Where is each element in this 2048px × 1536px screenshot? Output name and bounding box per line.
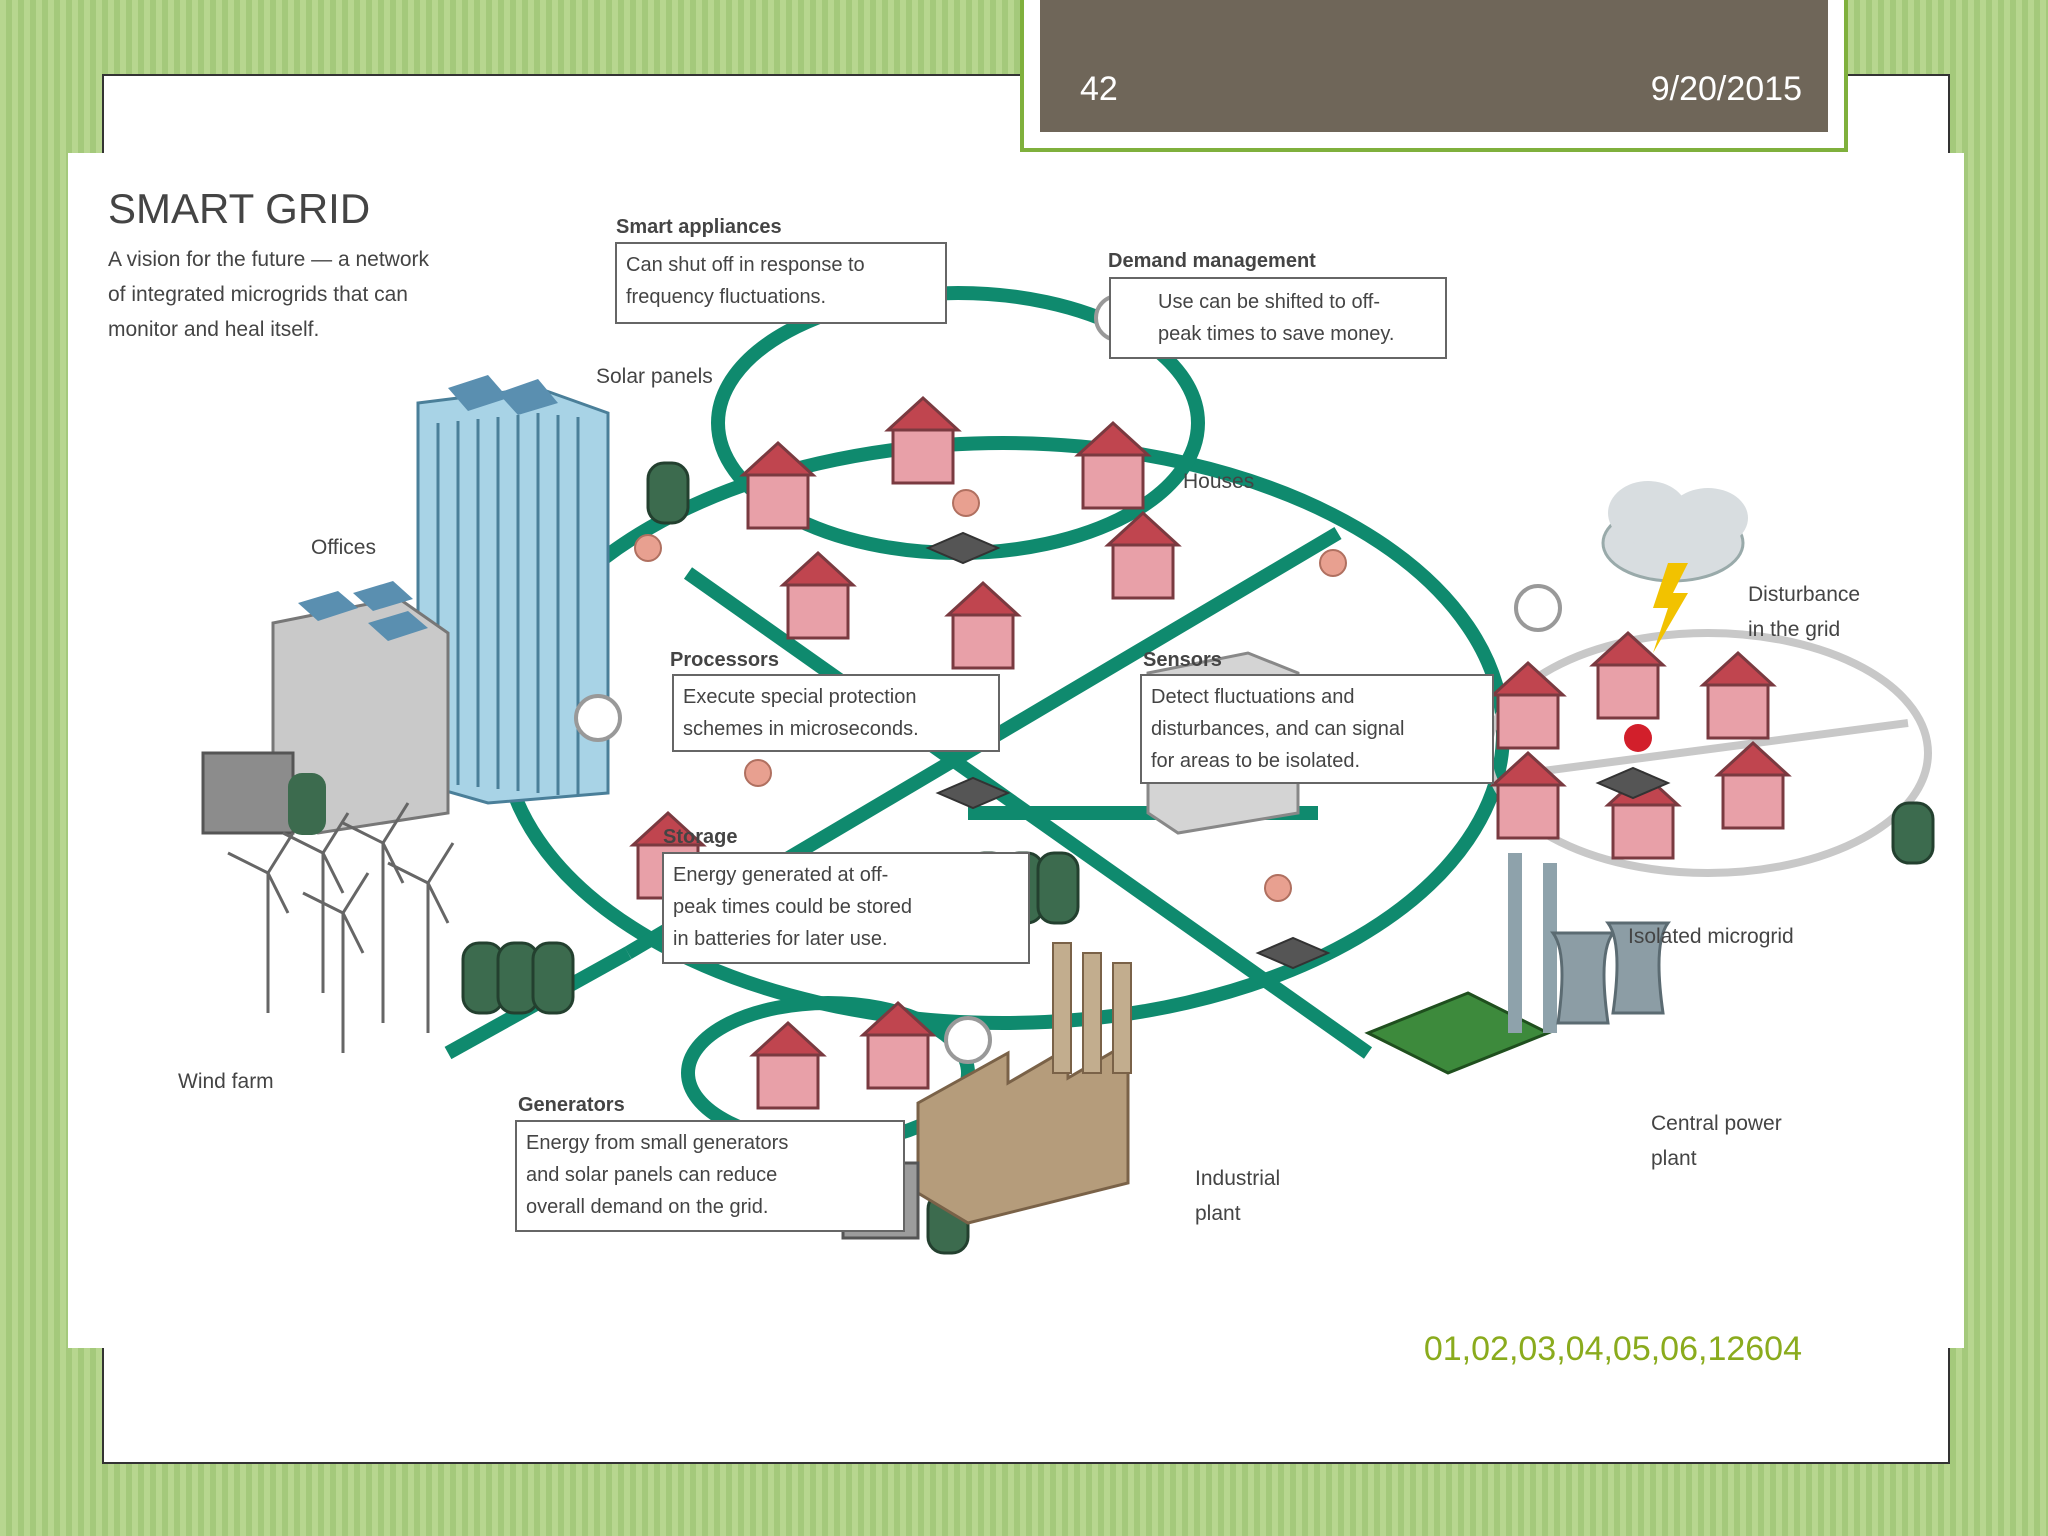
callout-demand-management: Demand management Use can be shifted to … <box>1108 250 1447 359</box>
callout-heading: Smart appliances <box>616 216 782 238</box>
callout-heading: Storage <box>663 826 737 848</box>
callout-line: for areas to be isolated. <box>1151 750 1360 772</box>
office-tower <box>416 375 610 805</box>
label-disturbance-2: in the grid <box>1748 618 1840 641</box>
diagram-subtitle-1: A vision for the future — a network <box>108 248 429 271</box>
isolated-alarm <box>1624 724 1652 752</box>
label-solar-panels: Solar panels <box>596 365 713 388</box>
slide-number: 42 <box>1080 70 1118 108</box>
central-power-plant <box>1364 853 1671 1075</box>
processors <box>925 531 1671 970</box>
industrial-plant <box>841 942 1132 1240</box>
label-industrial-plant-1: Industrial <box>1195 1167 1280 1190</box>
callout-heading: Sensors <box>1143 649 1222 671</box>
diagram-subtitle-2: of integrated microgrids that can <box>108 283 408 306</box>
label-central-power-plant-2: plant <box>1651 1147 1697 1170</box>
diagram-title: SMART GRID <box>108 185 370 232</box>
slide-date: 9/20/2015 <box>1650 70 1802 108</box>
label-industrial-plant-2: plant <box>1195 1202 1241 1225</box>
callout-heading: Generators <box>518 1094 625 1116</box>
callout-generators: Generators Energy from small generators … <box>515 1094 905 1232</box>
callout-line: Can shut off in response to <box>626 254 865 276</box>
callout-line: Execute special protection <box>683 686 916 708</box>
callout-line: frequency fluctuations. <box>626 286 826 308</box>
callout-processors: Processors Execute special protection sc… <box>670 649 1000 752</box>
callout-line: disturbances, and can signal <box>1151 718 1405 740</box>
callout-line: Use can be shifted to off- <box>1158 291 1380 313</box>
callout-line: and solar panels can reduce <box>526 1164 777 1186</box>
label-isolated-microgrid: Isolated microgrid <box>1628 925 1794 948</box>
smart-grid-illustration: SMART GRID A vision for the future — a n… <box>68 153 1964 1348</box>
callout-line: peak times to save money. <box>1158 323 1394 345</box>
label-houses: Houses <box>1183 470 1254 493</box>
label-wind-farm: Wind farm <box>178 1070 274 1093</box>
slide-header-band: 42 9/20/2015 <box>1040 0 1828 132</box>
houses <box>629 395 1792 1110</box>
callout-line: peak times could be stored <box>673 896 912 918</box>
callout-heading: Processors <box>670 649 779 671</box>
diagram-subtitle-3: monitor and heal itself. <box>108 318 319 341</box>
callout-storage: Storage Energy generated at off- peak ti… <box>662 826 1030 964</box>
office-building <box>201 581 450 835</box>
storm-cloud <box>1601 481 1748 653</box>
slide-header: 42 9/20/2015 <box>1020 0 1848 152</box>
slide-footer-code: 01,02,03,04,05,06,12604 <box>1423 1330 1802 1368</box>
callout-line: Energy from small generators <box>526 1132 788 1154</box>
callout-heading: Demand management <box>1108 250 1316 272</box>
smart-grid-diagram: SMART GRID A vision for the future — a n… <box>108 185 1935 1255</box>
meters <box>574 294 1562 1064</box>
callout-line: Detect fluctuations and <box>1151 686 1354 708</box>
callout-sensors: Sensors Detect fluctuations and disturba… <box>1140 649 1494 784</box>
wind-farm <box>227 802 455 1053</box>
callout-line: in batteries for later use. <box>673 928 888 950</box>
callout-line: overall demand on the grid. <box>526 1196 768 1218</box>
label-disturbance-1: Disturbance <box>1748 583 1860 606</box>
callout-line: schemes in microseconds. <box>683 718 919 740</box>
callout-line: Energy generated at off- <box>673 864 888 886</box>
callout-smart-appliances: Smart appliances Can shut off in respons… <box>615 216 947 324</box>
label-offices: Offices <box>311 536 376 559</box>
label-central-power-plant-1: Central power <box>1651 1112 1782 1135</box>
